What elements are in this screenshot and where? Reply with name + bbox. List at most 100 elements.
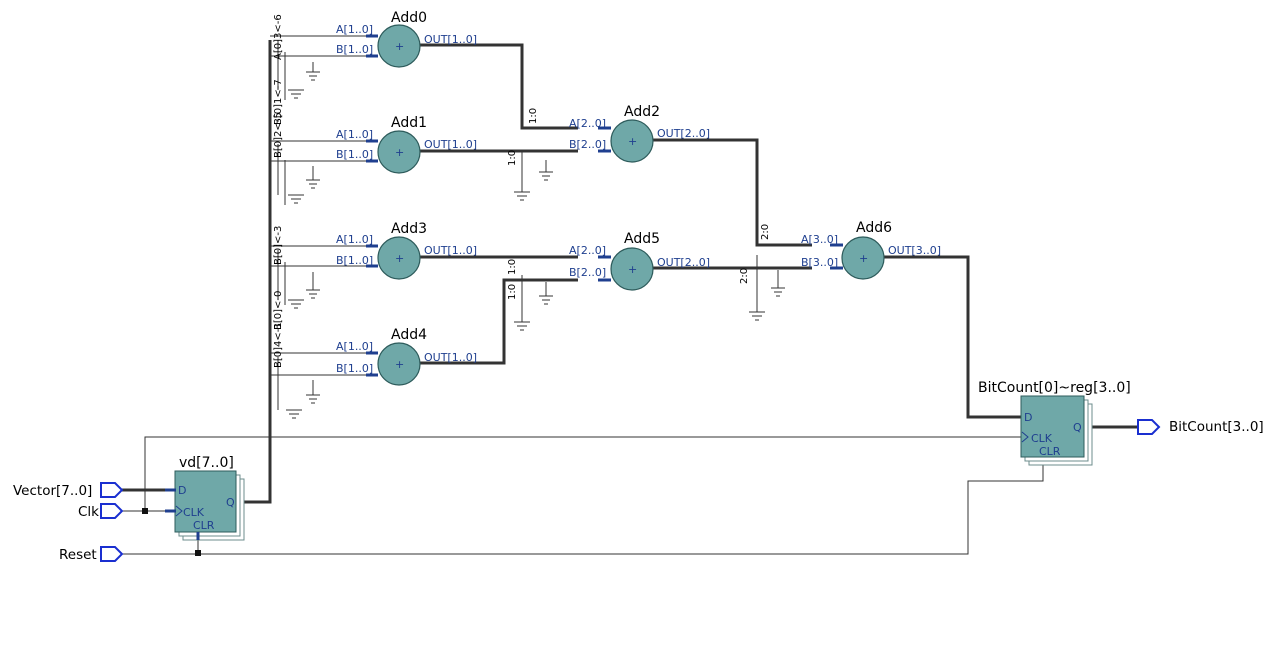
port-label: Reset bbox=[59, 547, 97, 563]
adder-body bbox=[377, 236, 421, 280]
bus-label: B[0]2<-5 bbox=[273, 112, 284, 158]
register-name: vd[7..0] bbox=[179, 455, 234, 471]
bus-label: B[0]<-0 bbox=[273, 291, 284, 330]
register-body bbox=[174, 470, 237, 533]
pin-out: OUT[3..0] bbox=[888, 244, 941, 257]
bus-label: 2:0 bbox=[760, 224, 771, 240]
add4-out-wire bbox=[420, 278, 578, 365]
pin-b: B[1..0] bbox=[336, 254, 373, 267]
pin-out: OUT[1..0] bbox=[424, 244, 477, 257]
adder-input-stubs bbox=[366, 34, 843, 377]
port-label: BitCount[3..0] bbox=[1169, 419, 1264, 435]
output-port-bitcount[interactable]: BitCount[3..0] bbox=[1137, 419, 1264, 435]
register-name: BitCount[0]~reg[3..0] bbox=[978, 380, 1131, 396]
pin-a: A[3..0] bbox=[801, 233, 838, 246]
bus-label: 1:0 bbox=[507, 259, 518, 275]
adder-name: Add2 bbox=[624, 104, 660, 120]
clock-triangle-icon bbox=[1021, 431, 1029, 443]
bus-label: A[0]3<-6 bbox=[273, 14, 284, 60]
register-bitcount[interactable]: BitCount[0]~reg[3..0] D CLK CLR Q bbox=[978, 380, 1131, 466]
bus-label: B[0]<-3 bbox=[273, 226, 284, 265]
pin-b: B[2..0] bbox=[569, 266, 606, 279]
adder-add6[interactable]: Add6 A[3..0] B[3..0] OUT[3..0] + bbox=[801, 220, 941, 280]
pin-out: OUT[1..0] bbox=[424, 33, 477, 46]
adder-name: Add0 bbox=[391, 10, 427, 26]
pin-q: Q bbox=[226, 496, 235, 509]
adder-add3[interactable]: Add3 A[1..0] B[1..0] OUT[1..0] + bbox=[336, 221, 477, 280]
input-port-vector[interactable]: Vector[7..0] bbox=[13, 482, 124, 499]
adder-body bbox=[377, 342, 421, 386]
adder-body bbox=[377, 24, 421, 68]
add0-out-wire bbox=[420, 43, 578, 130]
adder-name: Add3 bbox=[391, 221, 427, 237]
input-port-reset[interactable]: Reset bbox=[59, 546, 124, 563]
bus-label: 1:0 bbox=[528, 108, 539, 124]
ground-symbols bbox=[286, 71, 785, 419]
clock-triangle-icon bbox=[175, 505, 183, 517]
plus-icon: + bbox=[395, 252, 404, 265]
pin-out: OUT[2..0] bbox=[657, 127, 710, 140]
pin-a: A[2..0] bbox=[569, 117, 606, 130]
plus-icon: + bbox=[395, 40, 404, 53]
adder-name: Add5 bbox=[624, 231, 660, 247]
pin-a: A[1..0] bbox=[336, 128, 373, 141]
plus-icon: + bbox=[859, 252, 868, 265]
plus-icon: + bbox=[395, 358, 404, 371]
adder-body bbox=[377, 130, 421, 174]
reset-junction bbox=[195, 550, 201, 556]
bus-label: B[0]4<-1 bbox=[273, 322, 284, 368]
adder-add2[interactable]: Add2 A[2..0] B[2..0] OUT[2..0] + bbox=[569, 104, 710, 163]
pin-clk: CLK bbox=[1031, 432, 1053, 445]
register-vd[interactable]: vd[7..0] D CLK CLR Q bbox=[165, 455, 245, 541]
clk-to-bitcount-wire bbox=[144, 436, 1022, 511]
port-label: Vector[7..0] bbox=[13, 483, 92, 499]
port-label: Clk bbox=[78, 504, 99, 520]
add6-out-wire bbox=[884, 255, 1022, 419]
bus-labels: A[0]3<-6 B[0]1<-7 B[0]2<-5 B[0]<-3 B[0]4… bbox=[273, 14, 771, 368]
input-pin-icon bbox=[100, 482, 124, 498]
input-port-clk[interactable]: Clk bbox=[78, 503, 124, 520]
clk-junction bbox=[142, 508, 148, 514]
pin-out: OUT[2..0] bbox=[657, 256, 710, 269]
reset-wire bbox=[122, 462, 1044, 555]
pin-out: OUT[1..0] bbox=[424, 138, 477, 151]
pin-d: D bbox=[178, 484, 186, 497]
bus-label: 2:0 bbox=[739, 268, 750, 284]
pin-clk: CLK bbox=[183, 506, 205, 519]
input-pin-icon bbox=[100, 546, 124, 562]
add2-out-wire bbox=[653, 138, 812, 247]
pin-q: Q bbox=[1073, 421, 1082, 434]
adder-body bbox=[610, 247, 654, 291]
plus-icon: + bbox=[628, 135, 637, 148]
plus-icon: + bbox=[395, 146, 404, 159]
pin-b: B[3..0] bbox=[801, 256, 838, 269]
plus-icon: + bbox=[628, 263, 637, 276]
adder-add4[interactable]: Add4 A[1..0] B[1..0] OUT[1..0] + bbox=[336, 327, 477, 386]
register-body bbox=[1020, 395, 1085, 458]
adder-add1[interactable]: Add1 A[1..0] B[1..0] OUT[1..0] + bbox=[336, 115, 477, 174]
adder-add0[interactable]: Add0 A[1..0] B[1..0] OUT[1..0] + bbox=[336, 10, 477, 68]
pin-a: A[2..0] bbox=[569, 244, 606, 257]
adder-body bbox=[610, 119, 654, 163]
adder-name: Add4 bbox=[391, 327, 427, 343]
pin-b: B[1..0] bbox=[336, 362, 373, 375]
pin-a: A[1..0] bbox=[336, 340, 373, 353]
adder-name: Add1 bbox=[391, 115, 427, 131]
adder-add5[interactable]: Add5 A[2..0] B[2..0] OUT[2..0] + bbox=[569, 231, 710, 291]
output-pin-icon bbox=[1137, 419, 1161, 435]
adder-body bbox=[841, 236, 885, 280]
bus-label: B[0]1<-7 bbox=[273, 79, 284, 125]
pin-a: A[1..0] bbox=[336, 23, 373, 36]
wires bbox=[122, 35, 1138, 555]
pin-clr: CLR bbox=[193, 519, 215, 532]
bus-label: 1:0 bbox=[507, 150, 518, 166]
pin-d: D bbox=[1024, 411, 1032, 424]
pin-out: OUT[1..0] bbox=[424, 351, 477, 364]
pin-b: B[1..0] bbox=[336, 148, 373, 161]
bus-label: 1:0 bbox=[507, 284, 518, 300]
input-pin-icon bbox=[100, 503, 124, 519]
pin-clr: CLR bbox=[1039, 445, 1061, 458]
pin-b: B[2..0] bbox=[569, 138, 606, 151]
pin-a: A[1..0] bbox=[336, 233, 373, 246]
